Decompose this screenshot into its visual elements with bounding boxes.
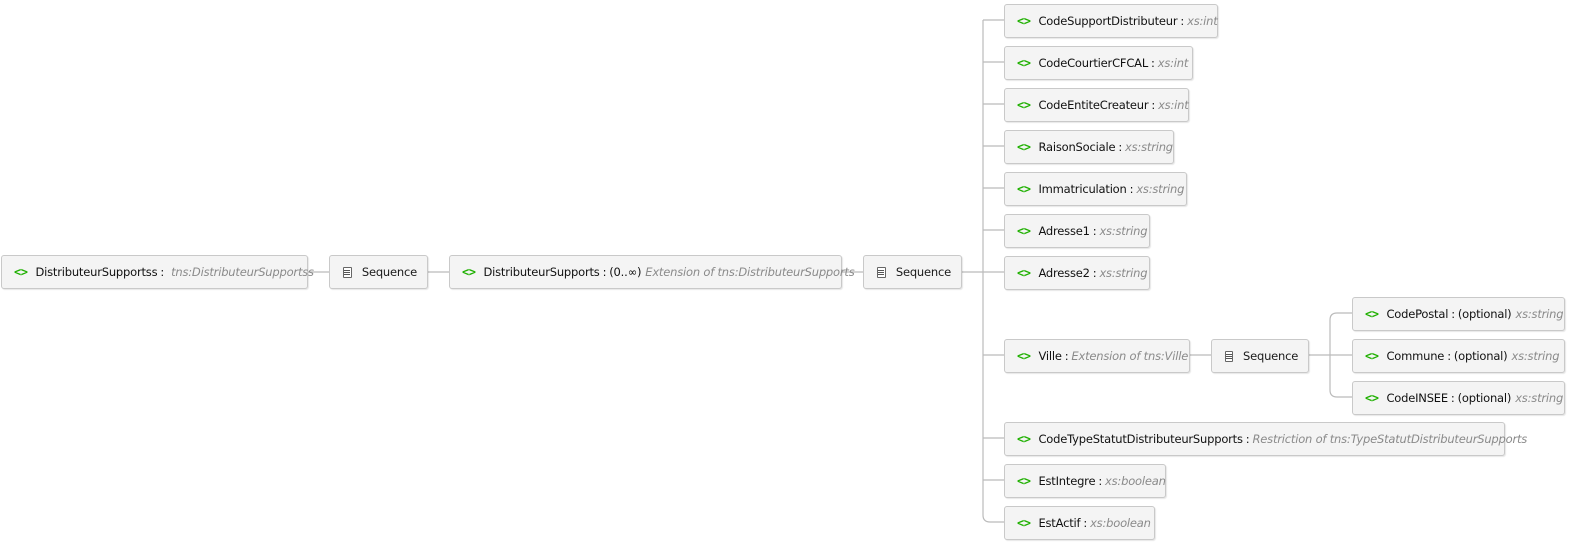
element-icon: <> — [1365, 349, 1379, 363]
element-node-codesupportdistributeur[interactable]: <> CodeSupportDistributeur : xs:int — [1004, 4, 1218, 38]
element-type: xs:boolean — [1105, 474, 1166, 488]
element-node-ville[interactable]: <> Ville : Extension of tns:Ville — [1004, 339, 1190, 373]
element-node-immatriculation[interactable]: <> Immatriculation : xs:string — [1004, 172, 1187, 206]
sequence-icon — [1225, 350, 1233, 362]
element-icon: <> — [1017, 266, 1031, 280]
element-icon: <> — [462, 265, 476, 279]
type-separator: : — [1451, 307, 1455, 321]
element-name: EstIntegre — [1038, 474, 1096, 488]
element-node-adresse1[interactable]: <> Adresse1 : xs:string — [1004, 214, 1150, 248]
element-icon: <> — [1017, 349, 1031, 363]
occurrence-label: (optional) — [1453, 349, 1508, 363]
element-node-adresse2[interactable]: <> Adresse2 : xs:string — [1004, 256, 1150, 290]
element-name: Adresse2 — [1038, 266, 1090, 280]
sequence-node[interactable]: Sequence — [863, 255, 962, 289]
occurrence-label: (optional) — [1457, 391, 1512, 405]
element-name: Ville — [1038, 349, 1062, 363]
type-separator: : — [1180, 14, 1185, 28]
element-name: CodeSupportDistributeur — [1038, 14, 1178, 28]
element-node-distributeursupports[interactable]: <> DistributeurSupports : (0..∞) Extensi… — [449, 255, 855, 289]
element-name: EstActif — [1038, 516, 1081, 530]
element-name: Adresse1 — [1038, 224, 1090, 238]
element-icon: <> — [1017, 516, 1031, 530]
element-node-estactif[interactable]: <> EstActif : xs:boolean — [1004, 506, 1155, 540]
element-type: xs:int — [1187, 14, 1218, 28]
element-icon: <> — [14, 265, 28, 279]
type-separator: : — [1151, 98, 1156, 112]
element-name: CodePostal — [1386, 307, 1449, 321]
type-separator: : — [1151, 56, 1155, 70]
type-separator: : — [160, 265, 165, 279]
sequence-label: Sequence — [1243, 349, 1299, 363]
element-name: CodeEntiteCreateur — [1038, 98, 1149, 112]
occurrence-label: (0..∞) — [609, 265, 642, 279]
type-separator: : — [1450, 391, 1455, 405]
element-icon: <> — [1365, 391, 1379, 405]
element-type: xs:string — [1515, 307, 1564, 321]
type-separator: : — [1092, 224, 1097, 238]
type-separator: : — [1447, 349, 1451, 363]
element-name: DistributeurSupports — [483, 265, 600, 279]
element-node-raisonsociale[interactable]: <> RaisonSociale : xs:string — [1004, 130, 1174, 164]
element-icon: <> — [1017, 140, 1031, 154]
occurrence-label: (optional) — [1457, 307, 1512, 321]
type-separator: : — [1083, 516, 1088, 530]
element-name: DistributeurSupportss — [35, 265, 158, 279]
element-icon: <> — [1017, 224, 1031, 238]
element-name: CodeINSEE — [1386, 391, 1448, 405]
sequence-icon — [877, 266, 886, 278]
sequence-icon — [343, 266, 352, 278]
element-node-codeentitecreateur[interactable]: <> CodeEntiteCreateur : xs:int — [1004, 88, 1189, 122]
element-type: xs:string — [1511, 349, 1560, 363]
element-node-codetypestatutdistributeursupports[interactable]: <> CodeTypeStatutDistributeurSupports : … — [1004, 422, 1527, 456]
element-icon: <> — [1017, 56, 1031, 70]
element-type: xs:string — [1099, 266, 1148, 280]
element-name: RaisonSociale — [1038, 140, 1116, 154]
element-node-codepostal[interactable]: <> CodePostal : (optional) xs:string — [1352, 297, 1565, 331]
element-node-codeinsee[interactable]: <> CodeINSEE : (optional) xs:string — [1352, 381, 1565, 415]
type-separator: : — [1129, 182, 1134, 196]
type-separator: : — [602, 265, 607, 279]
element-type: xs:string — [1515, 391, 1564, 405]
element-icon: <> — [1017, 474, 1031, 488]
element-name: CodeCourtierCFCAL — [1038, 56, 1149, 70]
sequence-label: Sequence — [361, 265, 417, 279]
element-type: xs:int — [1158, 98, 1189, 112]
element-icon: <> — [1365, 307, 1379, 321]
element-type: Restriction of tns:TypeStatutDistributeu… — [1252, 432, 1528, 446]
type-separator: : — [1064, 349, 1069, 363]
element-type: xs:string — [1099, 224, 1148, 238]
element-type: xs:string — [1136, 182, 1185, 196]
element-node-codecourtiercfcal[interactable]: <> CodeCourtierCFCAL : xs:int — [1004, 46, 1193, 80]
element-type: xs:int — [1157, 56, 1189, 70]
element-icon: <> — [1017, 14, 1031, 28]
element-name: CodeTypeStatutDistributeurSupports — [1038, 432, 1243, 446]
element-node-estintegre[interactable]: <> EstIntegre : xs:boolean — [1004, 464, 1166, 498]
element-type: tns:DistributeurSupportss — [171, 265, 314, 279]
element-icon: <> — [1017, 182, 1031, 196]
type-separator: : — [1245, 432, 1250, 446]
sequence-node[interactable]: Sequence — [329, 255, 428, 289]
element-icon: <> — [1017, 432, 1031, 446]
sequence-label: Sequence — [895, 265, 951, 279]
element-name: Commune — [1386, 349, 1445, 363]
element-icon: <> — [1017, 98, 1031, 112]
element-node-commune[interactable]: <> Commune : (optional) xs:string — [1352, 339, 1565, 373]
element-type: xs:string — [1125, 140, 1173, 154]
element-type: Extension of tns:Ville — [1071, 349, 1189, 363]
element-name: Immatriculation — [1038, 182, 1127, 196]
type-separator: : — [1118, 140, 1123, 154]
type-separator: : — [1098, 474, 1103, 488]
element-type: Extension of tns:DistributeurSupports — [645, 265, 855, 279]
element-type: xs:boolean — [1090, 516, 1151, 530]
sequence-node[interactable]: Sequence — [1211, 339, 1309, 373]
element-node-distributeursupportss[interactable]: <> DistributeurSupportss : tns:Distribut… — [1, 255, 314, 289]
type-separator: : — [1092, 266, 1097, 280]
